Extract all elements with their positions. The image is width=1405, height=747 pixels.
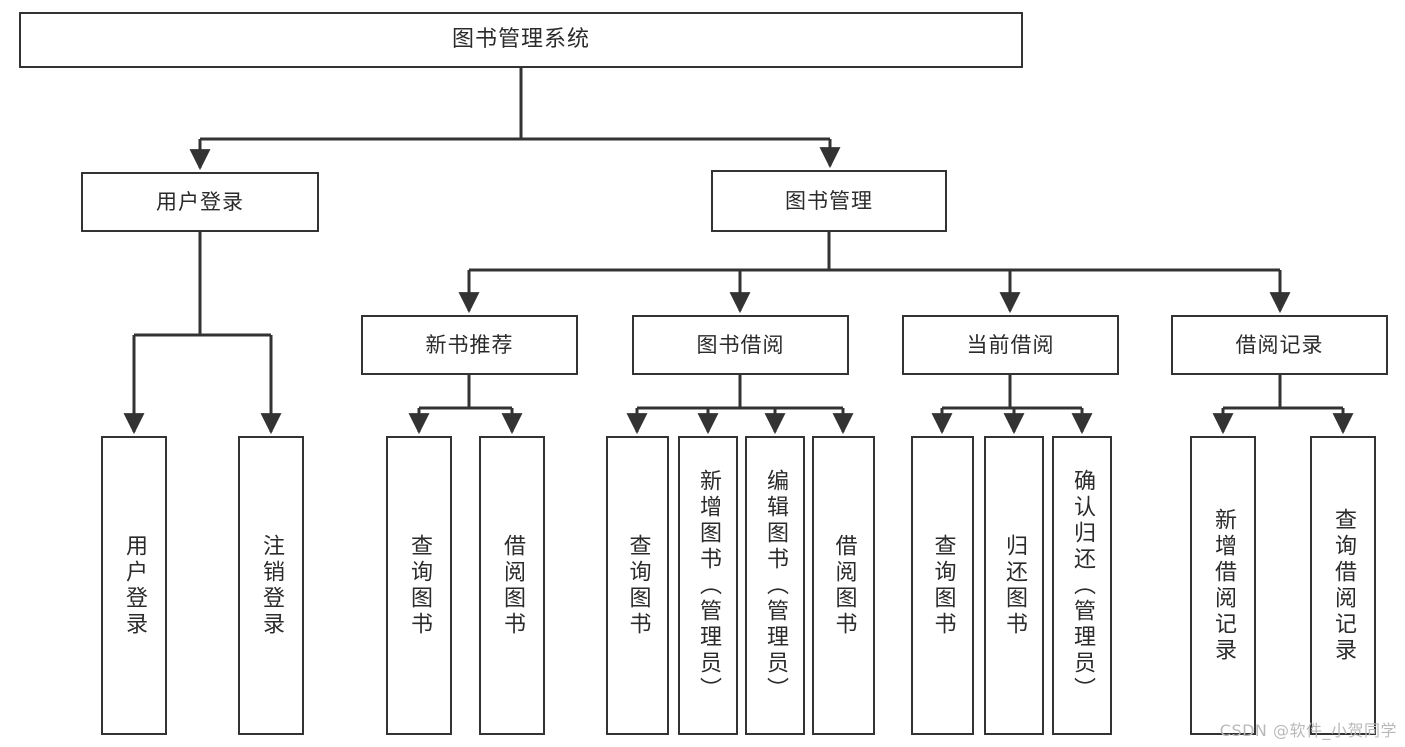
leaf-bb-borrow[interactable]: 借阅图书 (812, 436, 875, 735)
leaf-user-logout[interactable]: 注销登录 (238, 436, 304, 735)
leaf-bb-add-label: 新增图书（管理员） (696, 468, 721, 703)
node-root-label: 图书管理系统 (451, 26, 590, 52)
node-borrow-record-label: 借阅记录 (1235, 332, 1324, 357)
leaf-cb-confirm-label: 确认归还（管理员） (1070, 468, 1095, 703)
leaf-cb-query[interactable]: 查询图书 (911, 436, 974, 735)
node-book-manage-label: 图书管理 (785, 188, 873, 213)
leaf-bb-edit-label: 编辑图书（管理员） (763, 468, 788, 703)
csdn-watermark: CSDN @软件_小贺同学 (1219, 721, 1397, 740)
node-current-borrow[interactable]: 当前借阅 (902, 315, 1119, 375)
leaf-rec-borrow[interactable]: 借阅图书 (479, 436, 545, 735)
node-user-login-label: 用户登录 (156, 189, 244, 214)
leaf-br-add[interactable]: 新增借阅记录 (1190, 436, 1256, 735)
leaf-bb-add[interactable]: 新增图书（管理员） (678, 436, 738, 735)
leaf-rec-borrow-label: 借阅图书 (500, 533, 525, 638)
leaf-user-login-label: 用户登录 (122, 533, 147, 638)
node-book-borrow-label: 图书借阅 (696, 332, 785, 357)
node-current-borrow-label: 当前借阅 (966, 332, 1055, 357)
leaf-bb-query-label: 查询图书 (625, 533, 651, 638)
node-new-book-rec[interactable]: 新书推荐 (361, 315, 578, 375)
node-root[interactable]: 图书管理系统 (19, 12, 1023, 68)
node-book-borrow[interactable]: 图书借阅 (632, 315, 849, 375)
leaf-cb-confirm[interactable]: 确认归还（管理员） (1052, 436, 1112, 735)
leaf-user-logout-label: 注销登录 (259, 533, 284, 638)
node-book-manage[interactable]: 图书管理 (711, 170, 947, 232)
leaf-rec-query[interactable]: 查询图书 (386, 436, 452, 735)
leaf-bb-borrow-label: 借阅图书 (831, 533, 857, 638)
leaf-user-login[interactable]: 用户登录 (101, 436, 167, 735)
node-borrow-record[interactable]: 借阅记录 (1171, 315, 1388, 375)
leaf-rec-query-label: 查询图书 (407, 533, 432, 638)
node-user-login[interactable]: 用户登录 (81, 172, 319, 232)
node-new-book-rec-label: 新书推荐 (425, 332, 514, 357)
leaf-cb-query-label: 查询图书 (930, 533, 956, 638)
leaf-br-add-label: 新增借阅记录 (1211, 507, 1236, 664)
leaf-cb-return-label: 归还图书 (1002, 533, 1027, 638)
leaf-bb-edit[interactable]: 编辑图书（管理员） (745, 436, 805, 735)
leaf-cb-return[interactable]: 归还图书 (984, 436, 1044, 735)
leaf-bb-query[interactable]: 查询图书 (606, 436, 669, 735)
leaf-br-query-label: 查询借阅记录 (1331, 507, 1356, 664)
leaf-br-query[interactable]: 查询借阅记录 (1310, 436, 1376, 735)
